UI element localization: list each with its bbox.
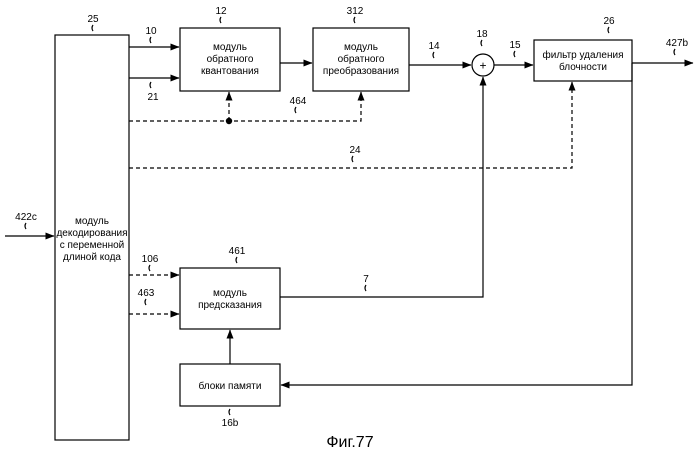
deblocking-filter-ref-tick: [608, 27, 609, 33]
inverse-transform-ref-tick: [354, 17, 355, 23]
signal-10-tick: [150, 37, 151, 43]
signal-106-tick: [149, 265, 150, 271]
vlc-decoder-block: модуль декодирования с переменной длиной…: [55, 35, 129, 440]
vlc-decoder-ref-tick: [92, 25, 93, 31]
signal-464-junction: [226, 118, 232, 124]
figure-caption: Фиг.77: [326, 434, 373, 451]
signal-463-tick: [145, 299, 146, 305]
deblocking-filter-line-1: фильтр удаления: [543, 49, 624, 61]
adder-ref: 18: [476, 29, 488, 40]
output-label: 427b: [666, 38, 689, 49]
signal-10-label: 10: [145, 26, 157, 37]
adder-symbol: +: [479, 59, 486, 73]
memory-block: блоки памяти: [180, 364, 280, 406]
inverse-transform-line-3: преобразования: [323, 65, 399, 77]
inverse-quant-ref-tick: [220, 17, 221, 23]
deblocking-filter-ref: 26: [603, 16, 615, 27]
vlc-decoder-line-3: с переменной: [60, 240, 125, 251]
signal-21-label: 21: [147, 92, 159, 103]
signal-464-label: 464: [290, 96, 307, 107]
signal-15-label: 15: [509, 40, 521, 51]
vlc-decoder-line-1: модуль: [75, 216, 109, 227]
deblocking-filter-block: фильтр удаления блочности: [534, 40, 632, 81]
adder-ref-tick: [481, 40, 482, 46]
prediction-line-2: предсказания: [198, 300, 262, 311]
output-label-tick: [674, 49, 675, 55]
memory-line-1: блоки памяти: [199, 380, 262, 392]
signal-21-tick: [150, 82, 151, 88]
signal-464-line: [129, 92, 361, 121]
signal-24-tick: [352, 156, 353, 162]
signal-7-tick: [365, 285, 366, 291]
inverse-quant-line-2: обратного: [207, 53, 254, 65]
vlc-decoder-line-4: длиной кода: [63, 252, 121, 263]
prediction-ref: 461: [229, 246, 246, 257]
signal-106-label: 106: [142, 254, 159, 265]
memory-ref-tick: [229, 409, 230, 415]
input-label: 422c: [15, 212, 37, 223]
inverse-quant-block: модуль обратного квантования: [180, 28, 280, 91]
inverse-transform-line-1: модуль: [344, 42, 378, 53]
signal-464-tick: [295, 107, 296, 113]
signal-15-tick: [514, 51, 515, 57]
signal-463-label: 463: [138, 288, 155, 299]
prediction-ref-tick: [236, 257, 237, 263]
inverse-transform-block: модуль обратного преобразования: [313, 28, 409, 91]
input-label-tick: [25, 223, 26, 229]
signal-14-label: 14: [428, 41, 440, 52]
inverse-quant-line-1: модуль: [213, 42, 247, 53]
signal-14-tick: [433, 52, 434, 58]
signal-7-label: 7: [363, 274, 369, 285]
deblocking-filter-line-2: блочности: [559, 61, 607, 73]
memory-ref: 16b: [222, 418, 239, 429]
prediction-line-1: модуль: [213, 288, 247, 299]
inverse-quant-ref: 12: [215, 6, 227, 17]
feedback-line: [281, 63, 632, 385]
signal-24-label: 24: [349, 145, 361, 156]
inverse-transform-ref: 312: [347, 6, 364, 17]
adder-node: +: [472, 54, 494, 76]
vlc-decoder-line-2: декодирования: [56, 228, 127, 239]
signal-7-line: [280, 77, 483, 297]
prediction-block: модуль предсказания: [180, 268, 280, 329]
vlc-decoder-ref: 25: [87, 14, 99, 25]
inverse-quant-line-3: квантования: [201, 66, 259, 77]
inverse-transform-line-2: обратного: [338, 53, 385, 65]
